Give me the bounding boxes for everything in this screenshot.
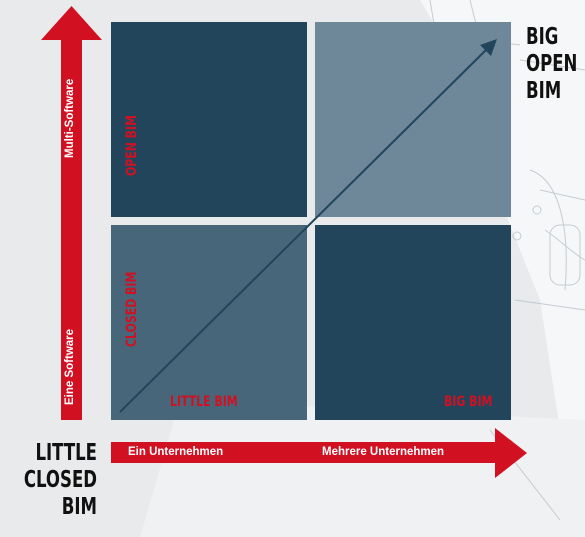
x-axis-high-label: Mehrere Unternehmen <box>322 446 444 458</box>
little-closed-line-1: LITTLE <box>11 440 97 467</box>
little-closed-line-3: BIM <box>11 494 97 521</box>
big-bim-label: BIG BIM <box>444 394 492 410</box>
big-open-line-2: OPEN <box>526 51 577 78</box>
y-axis-high-label: Multi-Software <box>64 79 76 158</box>
y-axis-low-label: Eine Software <box>64 329 76 405</box>
big-open-bim-label: BIG OPEN BIM <box>526 24 577 105</box>
little-bim-label: LITTLE BIM <box>170 394 238 410</box>
open-bim-label: OPEN BIM <box>124 115 140 176</box>
x-axis-low-label: Ein Unternehmen <box>128 446 223 458</box>
closed-bim-label: CLOSED BIM <box>124 272 140 347</box>
big-open-line-1: BIG <box>526 24 577 51</box>
big-open-line-3: BIM <box>526 78 577 105</box>
little-closed-line-2: CLOSED <box>11 467 97 494</box>
little-closed-bim-label: LITTLE CLOSED BIM <box>11 440 97 521</box>
